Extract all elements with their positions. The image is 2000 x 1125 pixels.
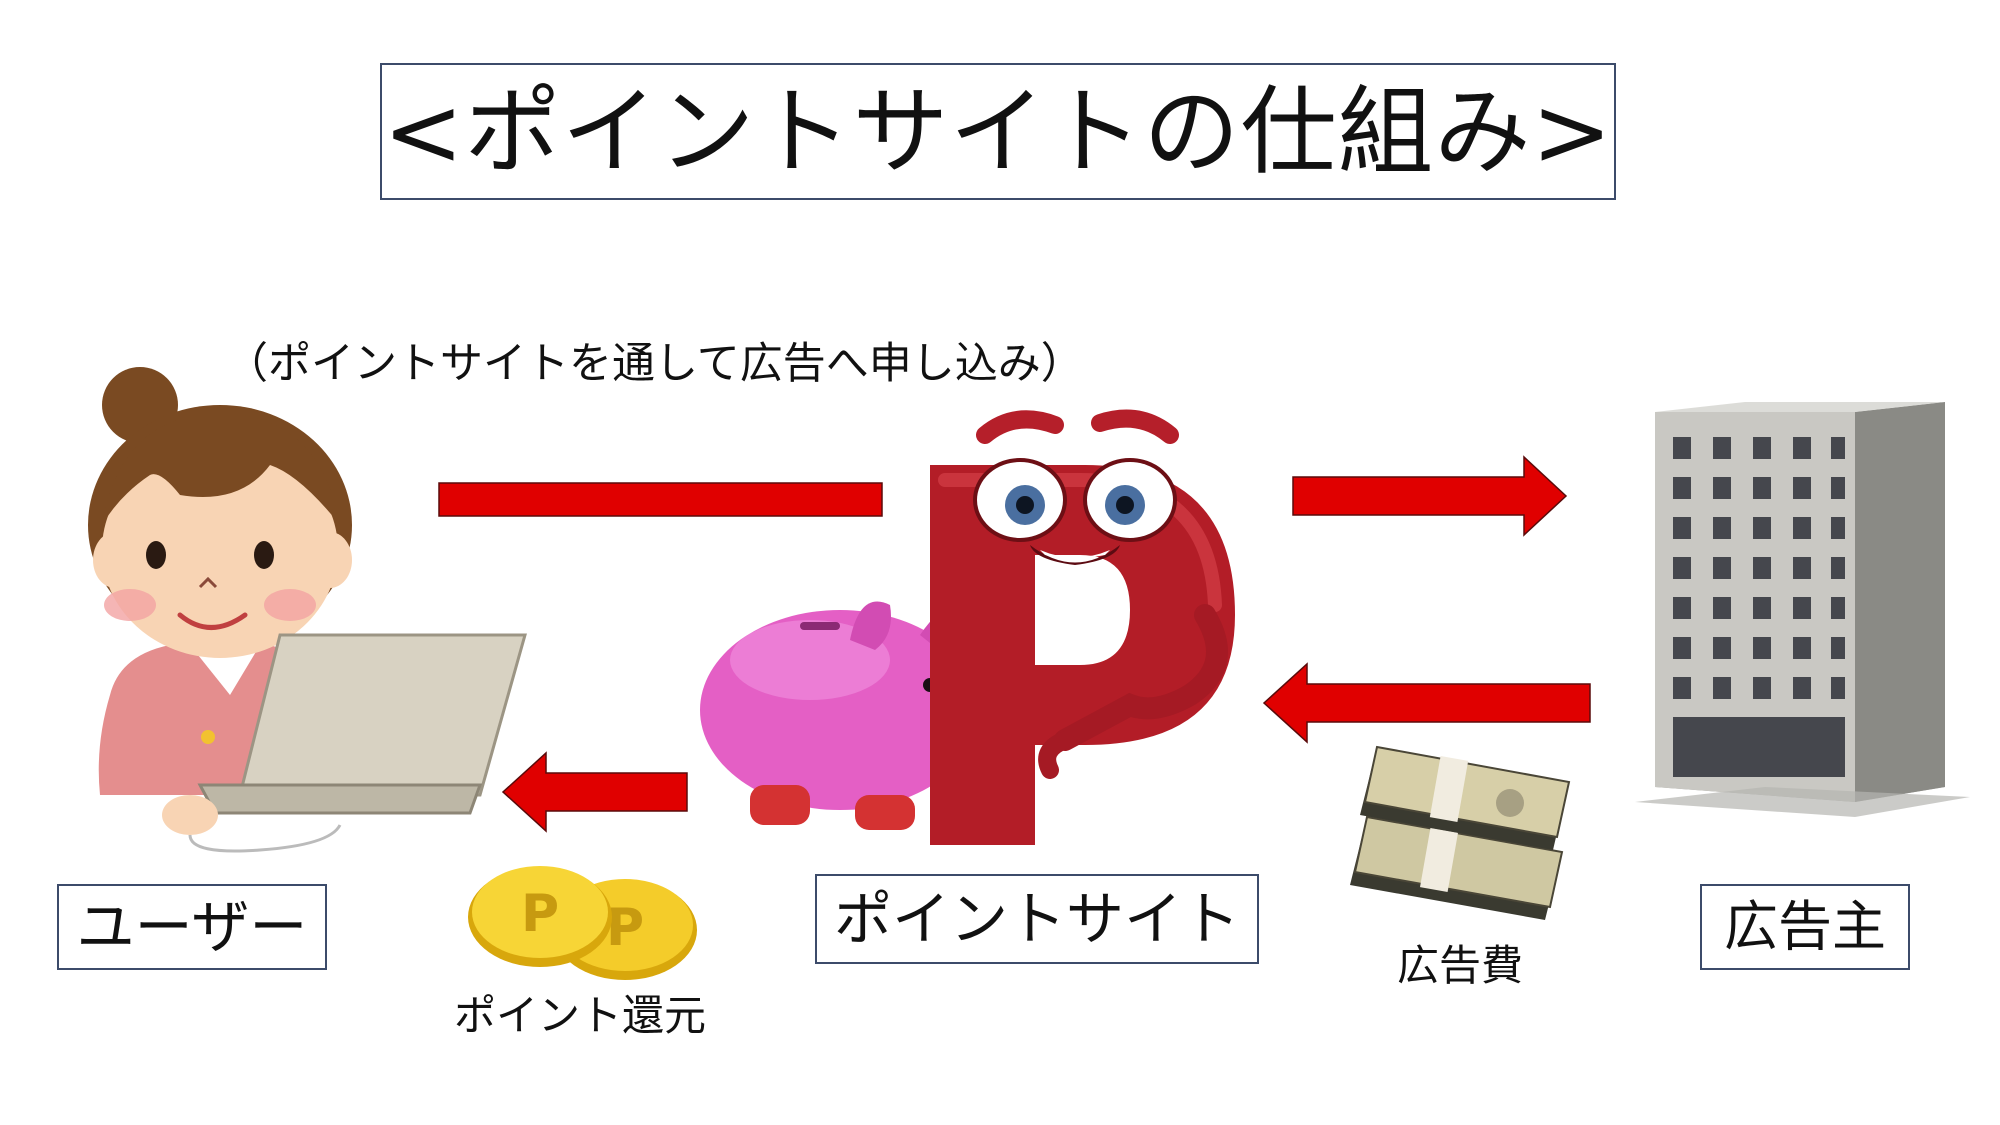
letter-p-mascot-icon xyxy=(930,409,1235,845)
user-label: ユーザー xyxy=(57,884,327,970)
arrow-site-to-user xyxy=(501,751,688,833)
point-coins-icon: P P xyxy=(468,866,697,980)
banknote-stack-icon xyxy=(1350,745,1571,920)
advertiser-label: 広告主 xyxy=(1700,884,1910,970)
point-return-caption: ポイント還元 xyxy=(453,991,706,1040)
diagram-title: <ポイントサイトの仕組み> xyxy=(380,63,1616,200)
arrow-user-to-site xyxy=(438,482,883,517)
office-building-icon xyxy=(1635,402,1970,817)
arrow-advertiser-to-site xyxy=(1262,662,1591,744)
point-site-label: ポイントサイト xyxy=(815,874,1259,964)
arrow-site-to-advertiser xyxy=(1292,455,1568,537)
ad-fee-caption: 広告費 xyxy=(1396,941,1523,990)
apply-via-point-site-caption: （ポイントサイトを通して広告へ申し込み） xyxy=(225,339,1084,389)
svg-text:P: P xyxy=(521,884,559,944)
woman-at-laptop-icon xyxy=(88,367,527,853)
svg-text:P: P xyxy=(606,898,644,958)
